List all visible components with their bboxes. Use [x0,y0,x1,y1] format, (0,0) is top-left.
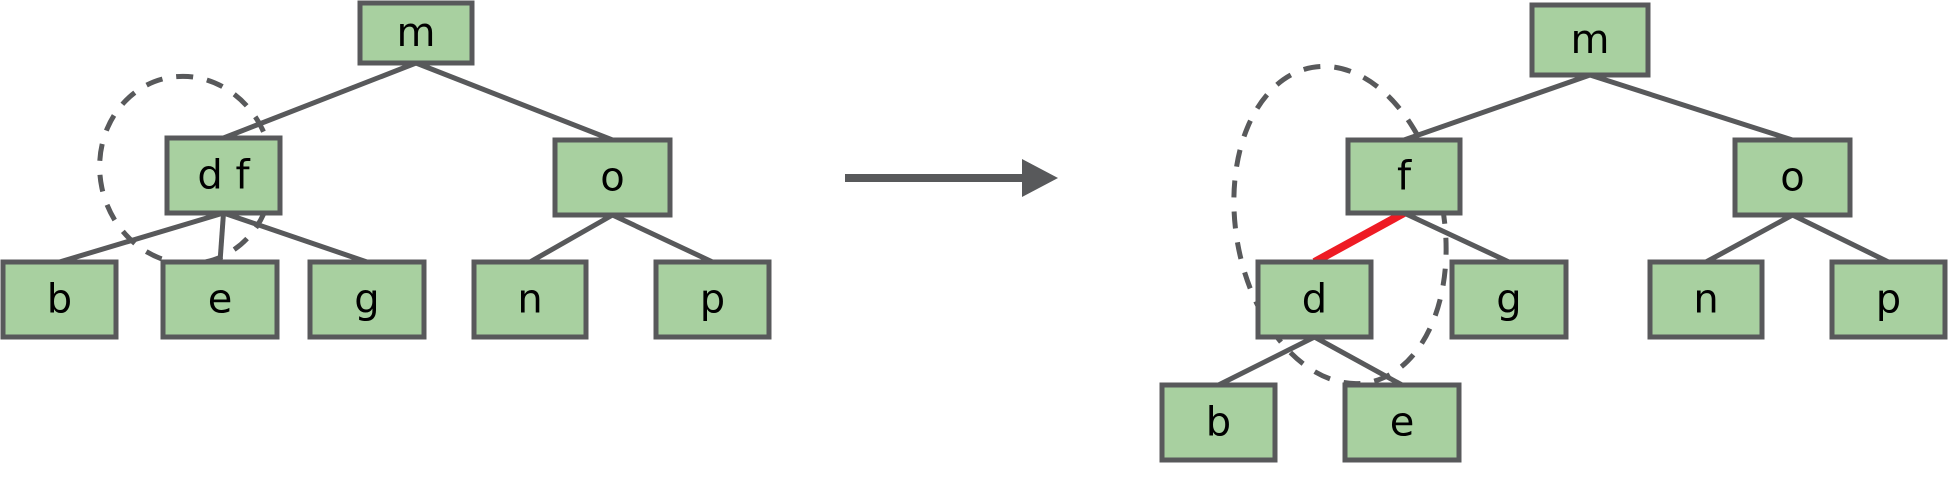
tree-node-l-e[interactable]: e [160,259,280,340]
node-key-label: p [1876,277,1901,323]
left-tree-edges [58,60,714,265]
node-key-label: n [517,277,542,323]
node-box [1829,259,1948,340]
tree-edge-l-m-l-o [415,60,614,143]
tree-edge-l-m-l-df [222,60,417,141]
node-box [0,259,119,340]
node-box [1647,259,1765,340]
node-key-label: b [1206,400,1231,446]
node-key-label: e [208,277,233,323]
tree-node-r-b[interactable]: b [1159,382,1278,463]
node-box [1345,137,1463,216]
node-key-label: m [1571,17,1610,63]
node-key-label: p [700,277,725,323]
tree-edge-r-f-r-d [1312,209,1406,266]
node-box [1529,2,1651,78]
tree-node-l-b[interactable]: b [0,259,119,340]
node-key-label: n [1693,277,1718,323]
node-box [160,259,280,340]
tree-edge-r-o-r-p [1791,212,1890,265]
node-key-label: m [397,10,436,56]
node-key-label: b [47,277,72,323]
tree-node-r-g[interactable]: g [1449,259,1569,340]
tree-edge-r-d-r-b [1217,334,1316,388]
node-box [1732,137,1853,218]
node-box [357,0,475,66]
tree-node-r-o[interactable]: o [1732,137,1853,218]
transition-arrow [845,159,1058,197]
left-tree-nodes: m d f o b e g n p [0,0,772,340]
node-key-label: g [354,277,379,323]
right-tree-nodes: m f o d g n p b e [1159,2,1948,463]
tree-node-r-m[interactable]: m [1529,2,1651,78]
node-box [307,259,427,340]
node-key-label: o [600,155,624,201]
node-box [1255,259,1374,340]
node-key-label: d [1302,277,1327,323]
node-key-label: e [1390,400,1415,446]
node-key-label: f [1397,154,1412,200]
transition-arrow-head [1022,159,1058,197]
tree-node-r-d[interactable]: d [1255,259,1374,340]
node-box [552,137,673,218]
tree-node-l-m[interactable]: m [357,0,475,66]
node-box [1342,382,1462,463]
right-tree: m f o d g n p b e [1159,2,1948,463]
node-key-label: d f [197,153,250,199]
tree-node-r-e[interactable]: e [1342,382,1462,463]
tree-edge-r-m-r-f [1403,72,1591,143]
tree-edge-r-m-r-o [1589,72,1794,143]
node-key-label: o [1780,155,1804,201]
tree-node-l-p[interactable]: p [653,259,772,340]
tree-edge-r-o-r-n [1704,212,1794,265]
node-box [471,259,589,340]
node-box [164,135,283,216]
tree-node-r-n[interactable]: n [1647,259,1765,340]
tree-node-l-n[interactable]: n [471,259,589,340]
tree-node-l-g[interactable]: g [307,259,427,340]
tree-edge-l-df-l-g [222,210,368,265]
tree-node-r-p[interactable]: p [1829,259,1948,340]
right-tree-edges [1217,72,1890,388]
tree-edge-l-o-l-p [611,212,714,265]
node-key-label: g [1496,277,1521,323]
node-box [1159,382,1278,463]
tree-edge-l-df-l-b [58,210,225,265]
tree-edge-r-f-r-g [1402,210,1511,265]
node-box [653,259,772,340]
tree-node-l-o[interactable]: o [552,137,673,218]
left-tree: m d f o b e g n p [0,0,772,340]
tree-node-r-f[interactable]: f [1345,137,1463,216]
node-box [1449,259,1569,340]
tree-edge-l-df-l-e [217,212,226,263]
tree-edge-l-o-l-n [528,212,614,265]
tree-node-l-df[interactable]: d f [164,135,283,216]
